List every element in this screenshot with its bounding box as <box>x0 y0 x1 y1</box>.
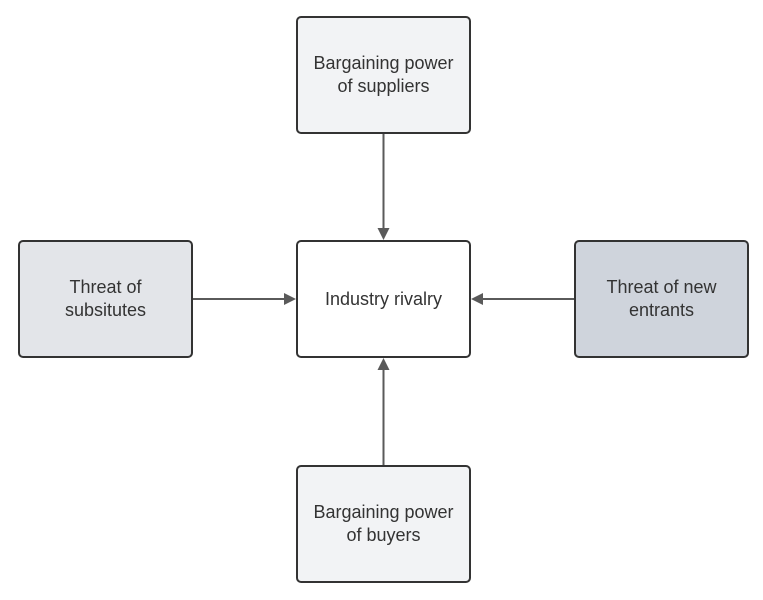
node-threat-of-substitutes[interactable]: Threat of subsitutes <box>18 240 193 358</box>
node-bargaining-power-of-buyers[interactable]: Bargaining power of buyers <box>296 465 471 583</box>
node-label: Threat of new entrants <box>606 277 717 320</box>
node-threat-of-new-entrants[interactable]: Threat of new entrants <box>574 240 749 358</box>
node-industry-rivalry[interactable]: Industry rivalry <box>296 240 471 358</box>
node-label: Bargaining power of suppliers <box>313 53 454 96</box>
node-label: Threat of subsitutes <box>64 277 147 320</box>
node-label: Bargaining power of buyers <box>313 502 454 545</box>
node-bargaining-power-of-suppliers[interactable]: Bargaining power of suppliers <box>296 16 471 134</box>
node-label: Industry rivalry <box>324 288 443 309</box>
